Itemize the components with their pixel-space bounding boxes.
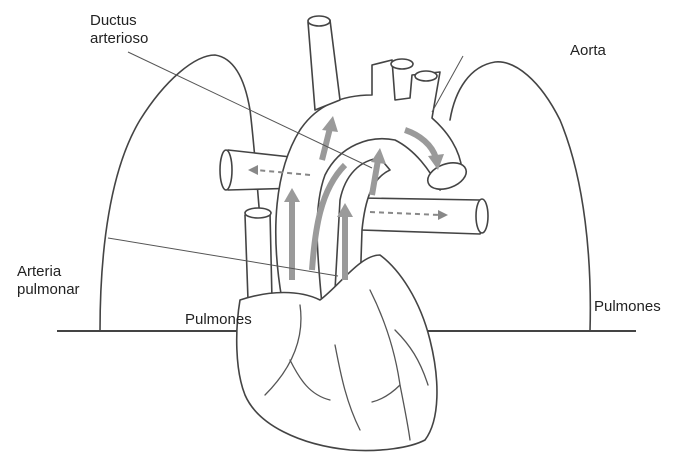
brachiocephalic bbox=[308, 20, 340, 110]
vena-cava bbox=[245, 212, 272, 300]
arteria-pulmonar-label: Arteria pulmonar bbox=[17, 263, 80, 299]
ductus-arterioso-label: Ductus arterioso bbox=[90, 12, 148, 48]
left-lung bbox=[100, 55, 262, 331]
pulmones-center-label: Pulmones bbox=[185, 311, 252, 329]
pulmones-right-label: Pulmones bbox=[594, 298, 661, 316]
aorta-label: Aorta bbox=[570, 42, 606, 60]
right-pulmonary-vessel bbox=[360, 198, 485, 234]
right-lung bbox=[450, 62, 590, 331]
